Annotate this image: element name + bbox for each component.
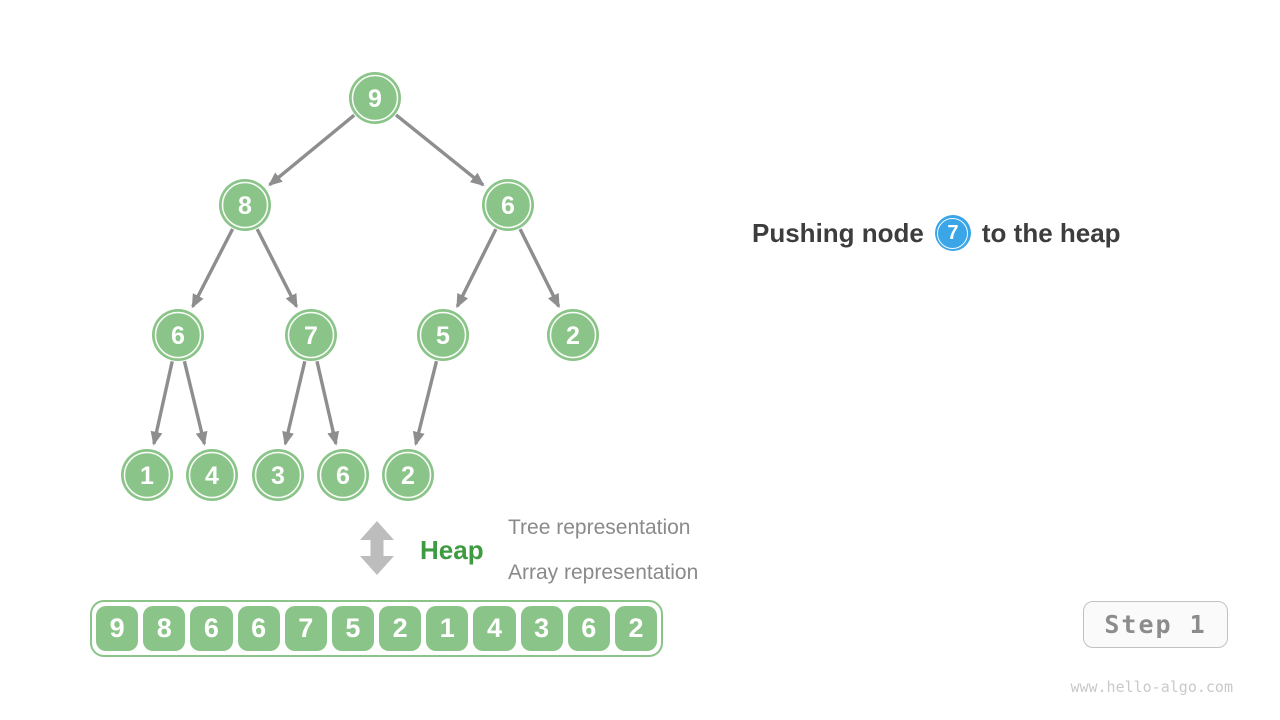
tree-node-label: 7	[304, 322, 318, 350]
tree-node-ring	[384, 451, 432, 499]
tree-node-label: 6	[336, 462, 350, 490]
array-cell: 6	[237, 606, 280, 651]
tree-node-circle	[317, 449, 369, 501]
tree-node-ring	[188, 451, 236, 499]
tree-node-ring	[123, 451, 171, 499]
tree-node: 5	[417, 309, 469, 361]
tree-node-ring	[287, 311, 335, 359]
array-cell: 6	[567, 606, 610, 651]
array-cell: 1	[426, 606, 469, 651]
tree-node-circle	[349, 72, 401, 124]
tree-edge	[412, 360, 439, 446]
tree-node: 8	[219, 179, 271, 231]
tree-node-label: 8	[238, 192, 252, 220]
tree-node-label: 6	[171, 322, 185, 350]
tree-node-circle	[417, 309, 469, 361]
tree-node: 9	[349, 72, 401, 124]
tree-edges	[150, 113, 561, 446]
tree-node: 4	[186, 449, 238, 501]
tree-node: 2	[547, 309, 599, 361]
tree-node-label: 1	[140, 462, 154, 490]
tree-edge	[182, 360, 208, 446]
tree-edge	[455, 228, 498, 309]
double-arrow-icon	[360, 521, 394, 575]
pushed-node-value: 7	[947, 221, 959, 244]
array-cell: 5	[331, 606, 375, 651]
caption-prefix: Pushing node	[752, 217, 924, 248]
tree-node-label: 6	[501, 192, 515, 220]
array-cell: 4	[473, 606, 516, 651]
tree-node-circle	[382, 449, 434, 501]
tree-node: 7	[285, 309, 337, 361]
tree-node: 6	[152, 309, 204, 361]
array-representation-label: Array representation	[508, 561, 699, 584]
caption: Pushing node 7 to the heap	[752, 211, 1121, 255]
tree-node-label: 2	[401, 462, 415, 490]
tree-node-circle	[121, 449, 173, 501]
tree-edge	[518, 228, 561, 309]
array-cell: 9	[96, 606, 139, 651]
pushed-node-badge: 7	[934, 215, 971, 251]
tree-edge	[282, 360, 307, 446]
tree-node-ring	[351, 74, 399, 122]
tree-node-label: 2	[566, 322, 580, 350]
tree-node-circle	[186, 449, 238, 501]
array-cell: 7	[284, 606, 327, 651]
tree-node-ring	[419, 311, 467, 359]
tree-node-circle	[482, 179, 534, 231]
tree-edge	[150, 361, 174, 446]
array-cell: 6	[190, 606, 233, 651]
tree-node-ring	[549, 311, 597, 359]
array-cell: 2	[614, 606, 658, 651]
heap-label: Heap	[420, 535, 484, 565]
tree-edge	[191, 228, 235, 309]
tree-node: 1	[121, 449, 173, 501]
tree-node: 3	[252, 449, 304, 501]
watermark: www.hello-algo.com	[1070, 678, 1233, 696]
tree-edge	[255, 228, 299, 309]
tree-node-ring	[319, 451, 367, 499]
array-cell: 2	[379, 606, 422, 651]
tree-node: 6	[482, 179, 534, 231]
tree-node: 2	[382, 449, 434, 501]
tree-edge	[394, 113, 485, 187]
tree-node-ring	[254, 451, 302, 499]
tree-node-circle	[252, 449, 304, 501]
tree-node-label: 4	[205, 462, 219, 490]
tree-node: 6	[317, 449, 369, 501]
step-button[interactable]: Step 1	[1083, 601, 1228, 648]
tree-node-ring	[221, 181, 269, 229]
tree-node-label: 9	[368, 85, 382, 113]
tree-nodes: 9 8 6 6 7 5 2 1 4 3 6 2	[121, 72, 599, 501]
tree-node-label: 5	[436, 322, 450, 350]
tree-node-circle	[219, 179, 271, 231]
tree-node-circle	[285, 309, 337, 361]
array-cell: 3	[520, 606, 563, 651]
tree-node-label: 3	[271, 462, 285, 490]
tree-edge	[315, 360, 340, 446]
caption-suffix: to the heap	[981, 217, 1121, 248]
array-cell: 8	[143, 606, 186, 651]
tree-node-circle	[152, 309, 204, 361]
tree-representation-label: Tree representation	[508, 516, 691, 539]
tree-edge	[268, 113, 356, 187]
tree-node-ring	[154, 311, 202, 359]
tree-node-ring	[484, 181, 532, 229]
tree-node-circle	[547, 309, 599, 361]
